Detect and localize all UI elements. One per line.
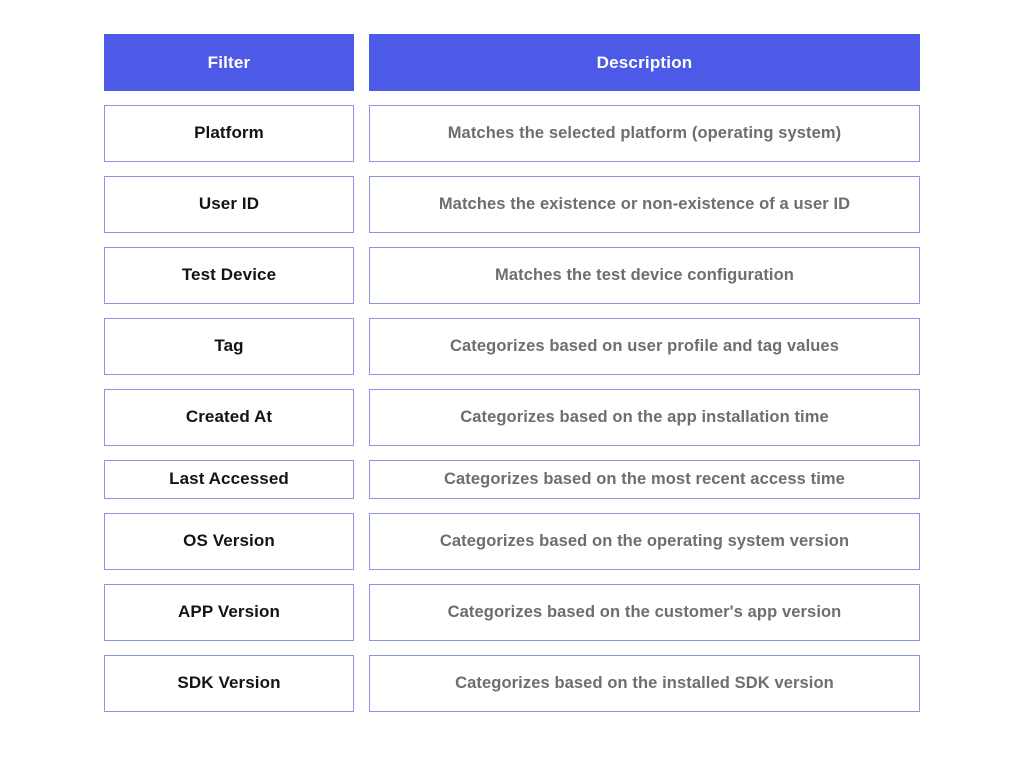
column-header-filter-label: Filter bbox=[207, 52, 251, 72]
filter-description-table: Filter Description Platform Matches the … bbox=[104, 34, 920, 712]
cell-description: Matches the test device configuration bbox=[369, 247, 920, 304]
filter-description: Matches the existence or non-existence o… bbox=[438, 194, 851, 213]
filter-description: Categorizes based on the customer's app … bbox=[447, 602, 842, 621]
filter-name: APP Version bbox=[178, 602, 280, 622]
filter-description: Matches the selected platform (operating… bbox=[447, 123, 842, 142]
table-row[interactable]: Created At Categorizes based on the app … bbox=[104, 389, 920, 446]
cell-filter: Tag bbox=[104, 318, 354, 375]
cell-description: Categorizes based on the operating syste… bbox=[369, 513, 920, 570]
filter-name: Last Accessed bbox=[169, 469, 289, 489]
table-row[interactable]: SDK Version Categorizes based on the ins… bbox=[104, 655, 920, 712]
filter-name: Created At bbox=[185, 407, 273, 427]
cell-filter: Test Device bbox=[104, 247, 354, 304]
cell-filter: User ID bbox=[104, 176, 354, 233]
table-row[interactable]: Test Device Matches the test device conf… bbox=[104, 247, 920, 304]
filter-description: Categorizes based on the operating syste… bbox=[439, 531, 850, 550]
cell-description: Categorizes based on the customer's app … bbox=[369, 584, 920, 641]
table-row[interactable]: Tag Categorizes based on user profile an… bbox=[104, 318, 920, 375]
cell-filter: SDK Version bbox=[104, 655, 354, 712]
filter-description: Categorizes based on the most recent acc… bbox=[444, 469, 845, 488]
cell-filter: Platform bbox=[104, 105, 354, 162]
filter-name: Tag bbox=[214, 336, 244, 356]
filter-name: Platform bbox=[194, 123, 264, 143]
cell-description: Categorizes based on user profile and ta… bbox=[369, 318, 920, 375]
table-row[interactable]: APP Version Categorizes based on the cus… bbox=[104, 584, 920, 641]
filter-description: Matches the test device configuration bbox=[495, 265, 794, 284]
table-header-row: Filter Description bbox=[104, 34, 920, 91]
filter-description: Categorizes based on user profile and ta… bbox=[450, 336, 839, 355]
cell-description: Matches the existence or non-existence o… bbox=[369, 176, 920, 233]
column-header-description-label: Description bbox=[596, 52, 693, 72]
column-header-filter: Filter bbox=[104, 34, 354, 91]
table-row[interactable]: OS Version Categorizes based on the oper… bbox=[104, 513, 920, 570]
table-row[interactable]: User ID Matches the existence or non-exi… bbox=[104, 176, 920, 233]
cell-description: Categorizes based on the installed SDK v… bbox=[369, 655, 920, 712]
filter-description: Categorizes based on the app installatio… bbox=[460, 407, 829, 426]
filter-name: SDK Version bbox=[177, 673, 281, 693]
cell-filter: Created At bbox=[104, 389, 354, 446]
filter-name: OS Version bbox=[183, 531, 275, 551]
filter-description: Categorizes based on the installed SDK v… bbox=[455, 673, 834, 692]
cell-filter: OS Version bbox=[104, 513, 354, 570]
cell-description: Categorizes based on the most recent acc… bbox=[369, 460, 920, 499]
table-row[interactable]: Platform Matches the selected platform (… bbox=[104, 105, 920, 162]
filter-name: User ID bbox=[198, 194, 260, 214]
table-row[interactable]: Last Accessed Categorizes based on the m… bbox=[104, 460, 920, 499]
cell-description: Matches the selected platform (operating… bbox=[369, 105, 920, 162]
cell-filter: Last Accessed bbox=[104, 460, 354, 499]
cell-filter: APP Version bbox=[104, 584, 354, 641]
filter-name: Test Device bbox=[181, 265, 277, 285]
cell-description: Categorizes based on the app installatio… bbox=[369, 389, 920, 446]
column-header-description: Description bbox=[369, 34, 920, 91]
